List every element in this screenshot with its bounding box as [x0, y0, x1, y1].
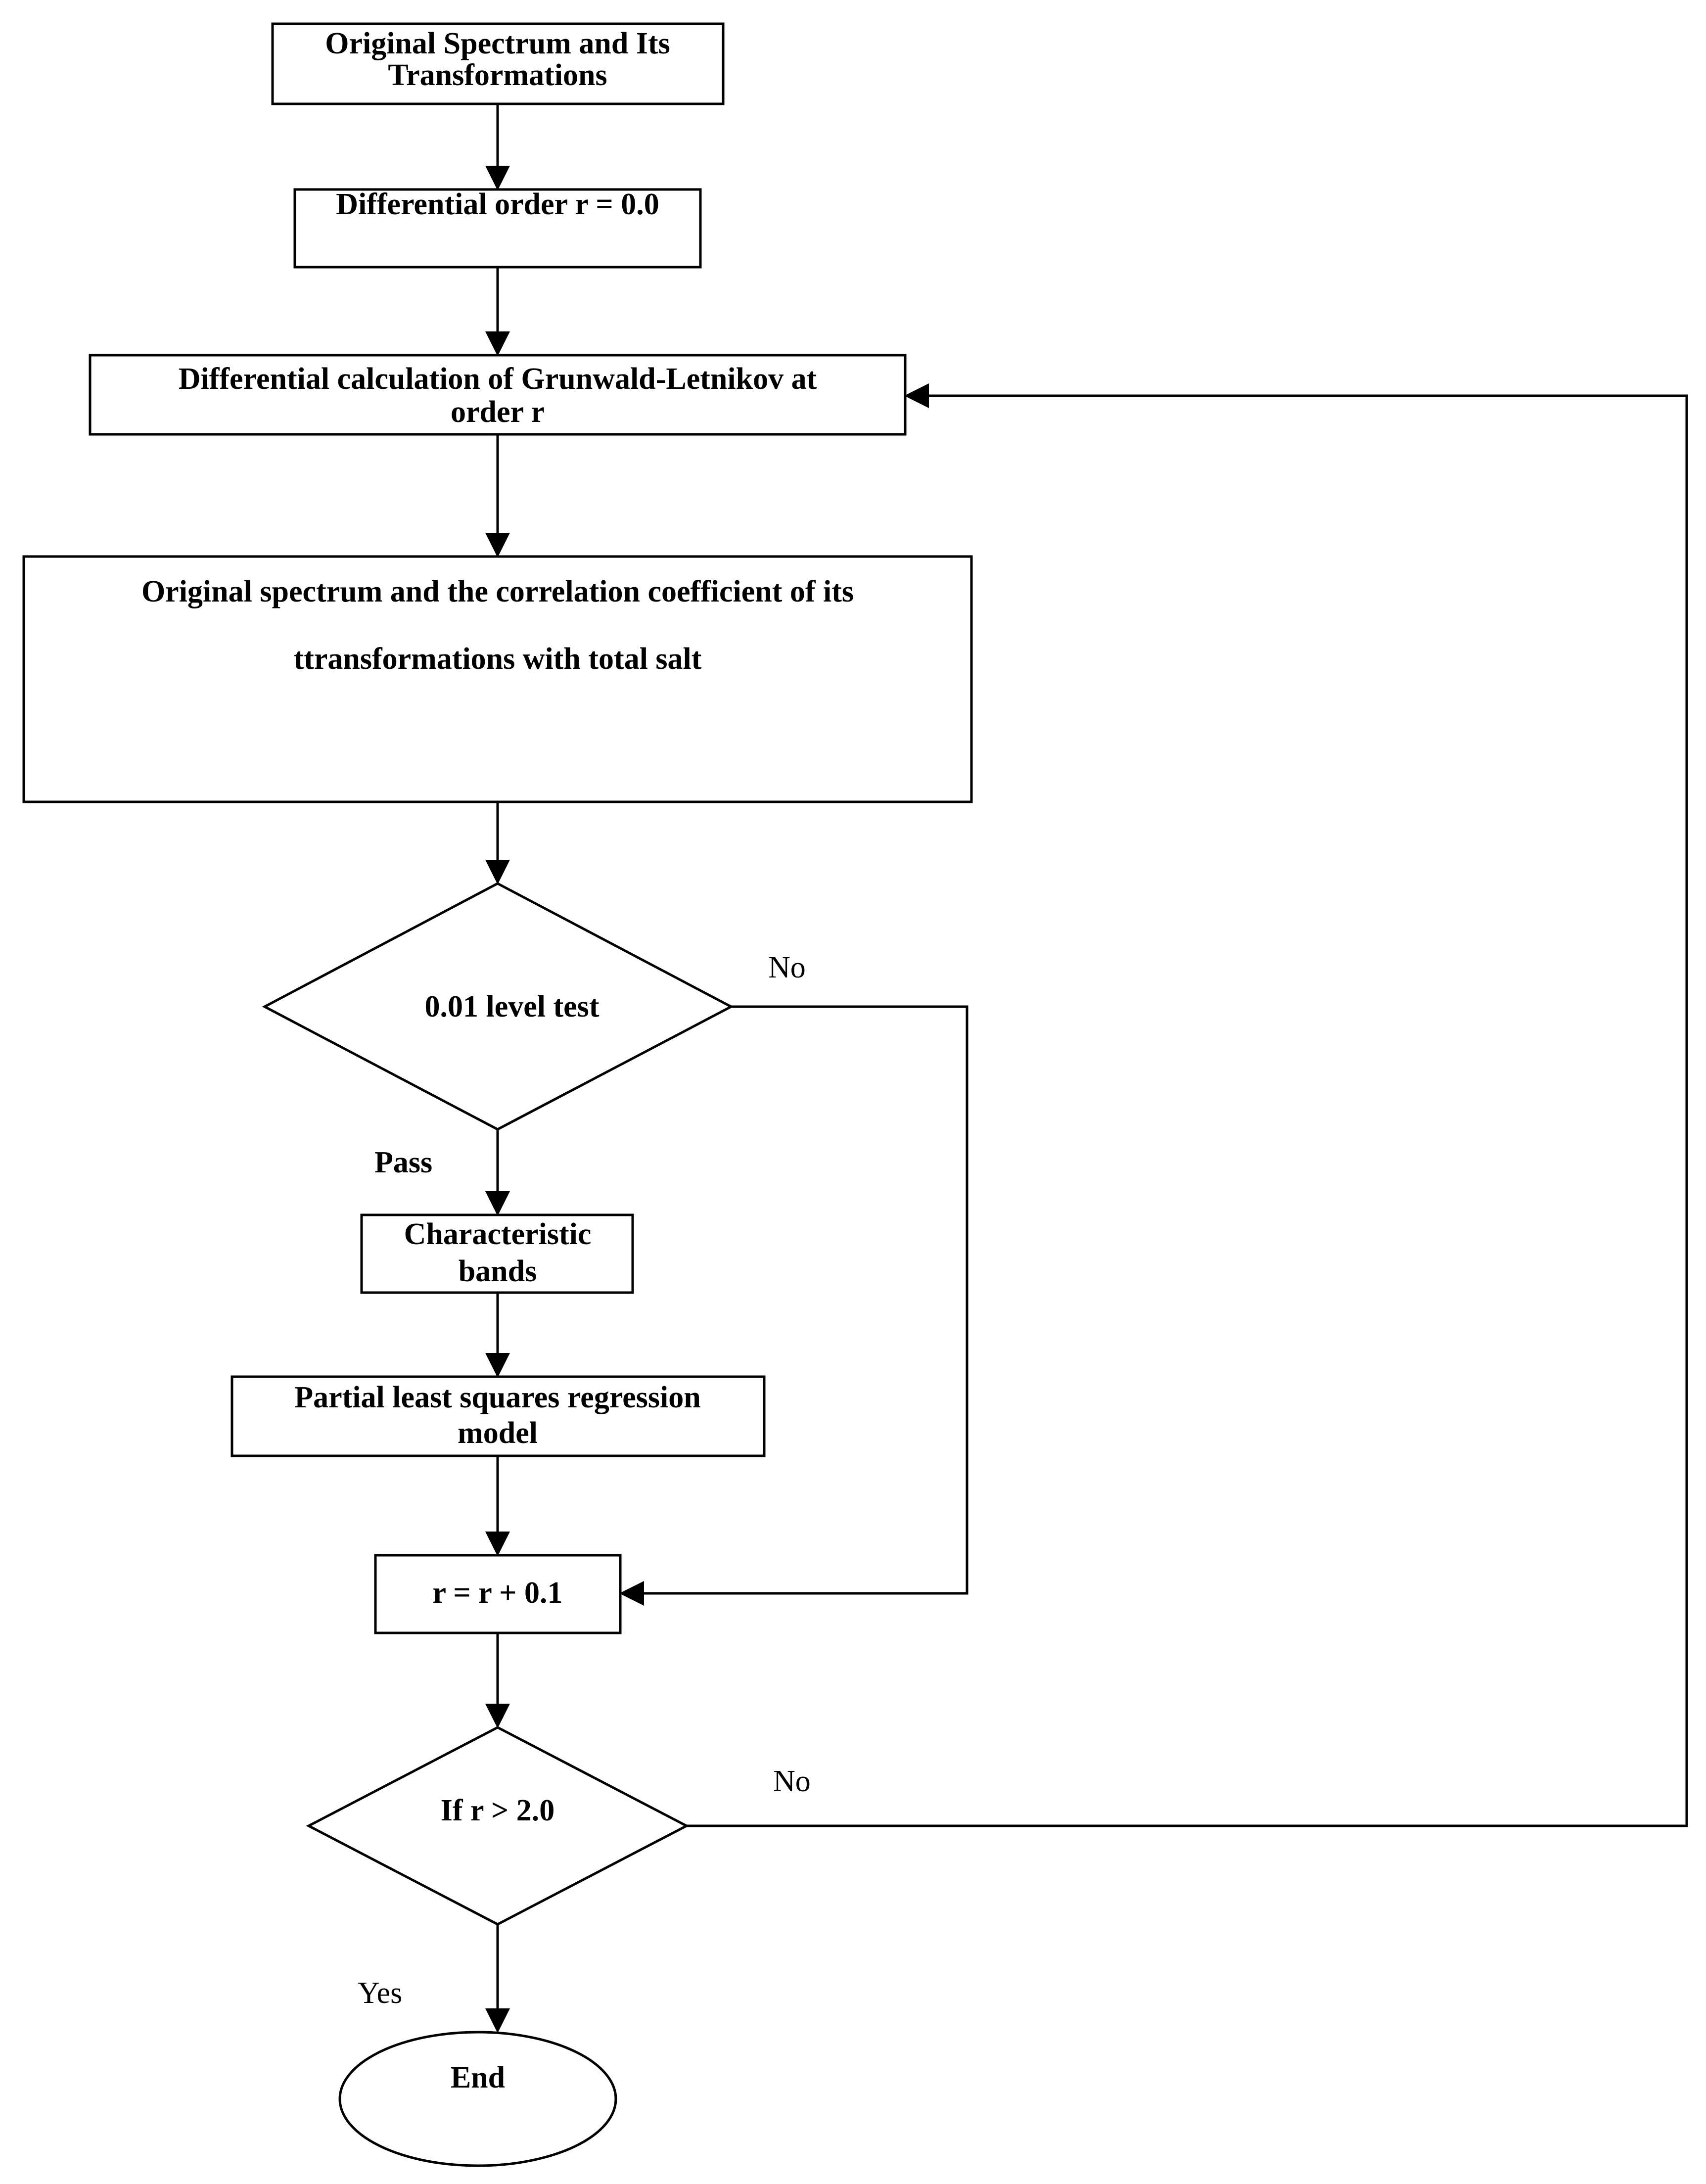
plsr-line-2: model	[458, 1416, 538, 1450]
start-box-line-1: Original Spectrum and Its	[325, 27, 670, 60]
correlation-box: Original spectrum and the correlation co…	[22, 555, 973, 803]
start-box-line-2: Transformations	[388, 58, 607, 92]
plsr-box: Partial least squares regression model	[231, 1375, 766, 1457]
init-order-box: Differential order r = 0.0	[293, 187, 702, 269]
check-yes-label: Yes	[358, 1976, 402, 2010]
plsr-line-1: Partial least squares regression	[294, 1381, 700, 1414]
check-no-label: No	[773, 1765, 811, 1798]
arrow-test-no-to-increment	[619, 1005, 968, 1606]
gl-calc-box: Differential calculation of Grunwald-Let…	[89, 354, 907, 436]
increment-label: r = r + 0.1	[433, 1576, 563, 1610]
gl-calc-line-1: Differential calculation of Grunwald-Let…	[179, 362, 817, 396]
start-box: Original Spectrum and Its Transformation…	[271, 22, 725, 105]
bands-line-1: Characteristic	[404, 1217, 592, 1251]
check-label: If r > 2.0	[441, 1794, 555, 1827]
level-test-diamond: 0.01 level test	[262, 882, 734, 1131]
bands-line-2: bands	[459, 1255, 537, 1288]
level-no-label: No	[768, 951, 806, 984]
init-order-label: Differential order r = 0.0	[336, 187, 659, 221]
arrow-check-no-loop	[687, 383, 1688, 1827]
level-test-label: 0.01 level test	[425, 990, 599, 1023]
gl-calc-line-2: order r	[451, 395, 545, 429]
correlation-line-2: ttransformations with total salt	[294, 642, 702, 676]
end-label: End	[451, 2061, 505, 2094]
correlation-line-1: Original spectrum and the correlation co…	[141, 575, 854, 608]
bands-box: Characteristic bands	[360, 1213, 634, 1294]
check-diamond: If r > 2.0	[306, 1726, 690, 1926]
level-pass-label: Pass	[374, 1146, 432, 1179]
end-ellipse: End	[338, 2031, 617, 2167]
increment-box: r = r + 0.1	[374, 1554, 622, 1634]
